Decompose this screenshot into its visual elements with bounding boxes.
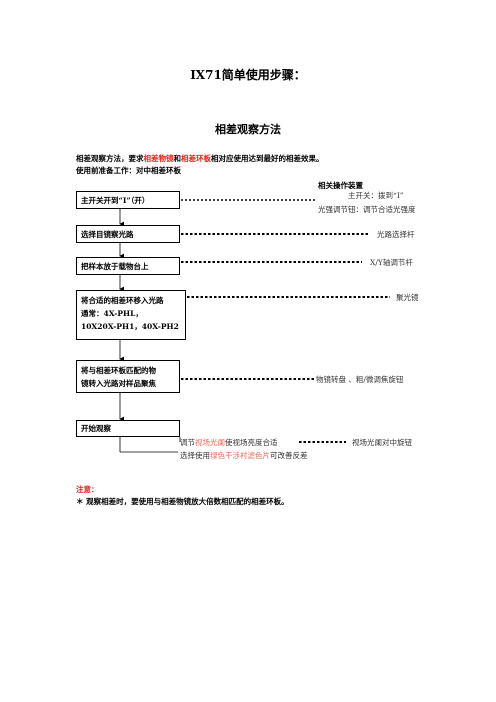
note-label: 注意：: [76, 485, 99, 494]
step-5-line-2: 镜转入光路对样品聚焦: [81, 379, 156, 388]
op-green-filter: 选择使用绿色干涉衬滤色片可改善反差: [180, 450, 308, 461]
op-6a-post: 使视场亮度合适: [225, 438, 278, 447]
intro-term-objective: 相差物镜: [143, 154, 174, 163]
prep-text: 使用前准备工作：对中相差环板: [76, 166, 181, 175]
intro-term-ring: 相差环板: [181, 154, 211, 163]
op-nosepiece-focus: 物镜转盘 、粗/微调焦旋钮: [316, 375, 404, 384]
step-power-on: 主开关开到“I”（开）: [76, 191, 180, 209]
op-diaphragm-centering: 视场光阑对中旋钮: [352, 438, 412, 447]
intro-mid: 和: [173, 154, 182, 163]
op-field-diaphragm: 调节视场光阑使视场亮度合适: [180, 437, 278, 448]
step-4-line-3: 10X20X-PH1，40X-PH2: [81, 322, 179, 331]
step-place-sample: 把样本放于载物台上: [76, 257, 180, 275]
intro-prefix: 相差观察方法，要求: [76, 154, 144, 163]
note-text: ＊ 观察相差时，要使用与相差物镜放大倍数相匹配的相差环板。: [76, 497, 289, 506]
step-select-path: 选择目镜察光路: [76, 225, 180, 243]
step-3-label: 把样本放于载物台上: [81, 262, 149, 271]
step-2-label: 选择目镜察光路: [81, 230, 134, 239]
step-4-line-2: 通常：4X-PHL，: [81, 309, 143, 318]
step-objective-focus: 将与相差环板匹配的物 镜转入光路对样品聚焦: [76, 360, 180, 393]
op-light-intensity: 光强调节钮：调节合适光强度: [318, 205, 416, 214]
section-title: 相差观察方法: [215, 123, 281, 136]
op-condenser: 聚光镜: [396, 293, 419, 302]
intro-text: 相差观察方法，要求相差物镜和相差环板相对应使用达到最好的相差效果。: [76, 153, 324, 164]
step-phase-ring: 将合适的相差环移入光路 通常：4X-PHL， 10X20X-PH1，40X-PH…: [76, 290, 186, 340]
op-6b-pre: 选择使用: [180, 451, 210, 460]
step-6-label: 开始观察: [81, 424, 111, 433]
intro-suffix: 相对应使用达到最好的相差效果。: [211, 154, 324, 163]
ops-header: 相关操作装置: [318, 181, 363, 190]
op-6a-pre: 调节: [180, 438, 195, 447]
step-4-line-1: 将合适的相差环移入光路: [81, 296, 164, 305]
step-1-label: 主开关开到“I”（开）: [81, 196, 150, 205]
step-5-line-1: 将与相差环板匹配的物: [81, 366, 156, 375]
op-6b-post: 可改善反差: [270, 451, 308, 460]
op-xy-lever: X/Y轴调节杆: [370, 258, 413, 267]
page-title: IX71简单使用步骤：: [190, 68, 306, 82]
op-light-path-lever: 光路选择杆: [377, 230, 415, 239]
op-6b-highlight: 绿色干涉衬滤色片: [210, 451, 270, 460]
op-6a-highlight: 视场光阑: [195, 438, 225, 447]
step-start-observe: 开始观察: [76, 420, 180, 437]
op-main-switch: 主开关：拨到“I”: [348, 191, 404, 200]
